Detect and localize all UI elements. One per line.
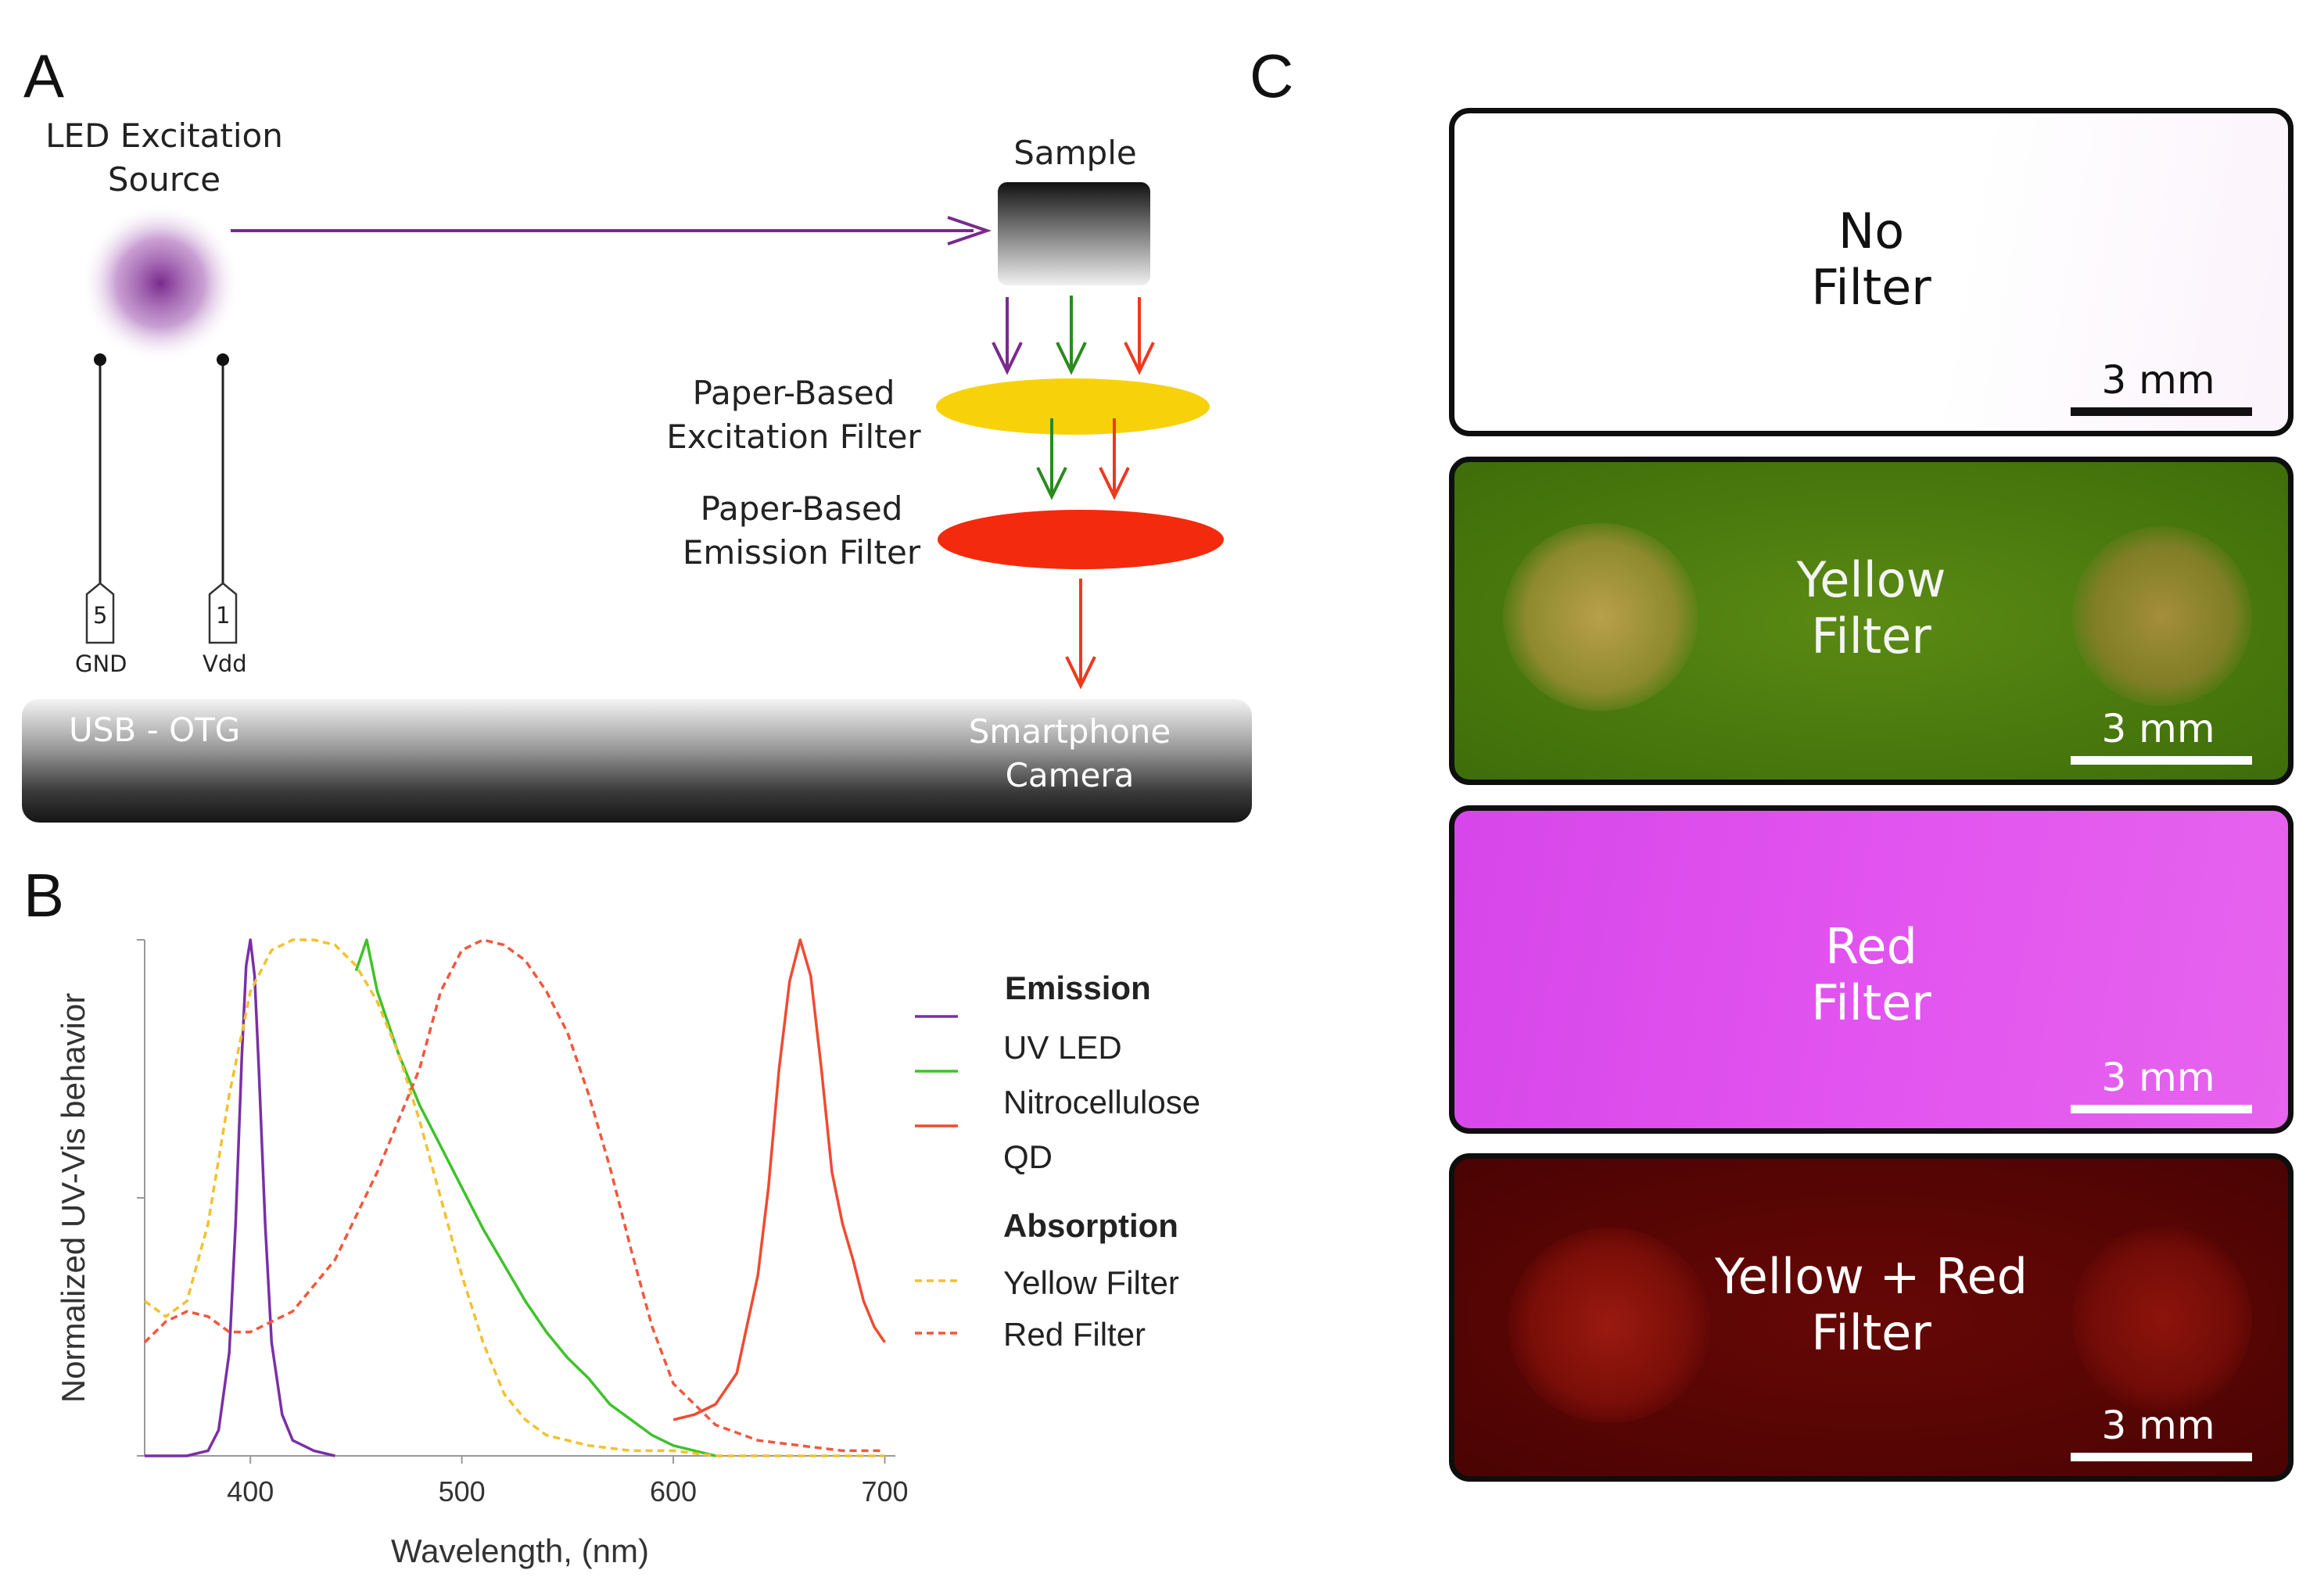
chart-series	[143, 938, 886, 1457]
pin-connector-gnd	[85, 582, 115, 644]
sample-label: Sample	[1013, 134, 1137, 172]
legend-item-nitrocellulose: Nitrocellulose	[1003, 1084, 1201, 1120]
smartphone-body: USB - OTG Smartphone Camera	[22, 699, 1252, 823]
photo-yellow-red-filter: Yellow + Red Filter 3 mm	[1449, 1153, 2294, 1482]
x-axis-title: Wavelength, (nm)	[391, 1532, 649, 1569]
series-qd	[672, 938, 886, 1421]
series-nitrocellulose	[354, 938, 716, 1457]
legend-title-absorption: Absorption	[1003, 1207, 1178, 1244]
legend-item-uv-led: UV LED	[1003, 1029, 1122, 1066]
sample-spot-right-dark	[2072, 1225, 2252, 1413]
x-tick-label: 600	[650, 1475, 697, 1507]
photo-yellow-filter-label: Yellow Filter	[1796, 551, 1946, 665]
arrows-to-excitation-filter	[992, 296, 1155, 375]
panel-a-label: A	[23, 41, 65, 110]
x-tick-label: 700	[861, 1475, 908, 1507]
pin-number-gnd: 5	[93, 602, 108, 629]
photo-red-filter-label: Red Filter	[1811, 918, 1931, 1031]
scale-text-red: 3 mm	[2101, 1055, 2215, 1100]
photo-yellow-filter: Yellow Filter 3 mm	[1449, 457, 2294, 785]
pin-number-vdd: 1	[216, 602, 231, 629]
arrows-to-emission-filter	[1036, 418, 1130, 500]
arrow-to-camera	[1065, 579, 1096, 690]
x-tick-label: 500	[439, 1475, 486, 1507]
sample-spot-left	[1503, 523, 1698, 711]
emission-filter	[938, 510, 1224, 569]
scale-text-yellow-red: 3 mm	[2101, 1403, 2215, 1448]
excitation-filter	[936, 378, 1210, 435]
excitation-filter-label: Paper-Based Excitation Filter	[666, 374, 921, 456]
legend-item-red-filter: Red Filter	[1003, 1316, 1146, 1353]
sample-spot-right	[2072, 526, 2252, 706]
led-source-label: LED Excitation Source	[45, 117, 283, 199]
excitation-beam-arrowhead	[947, 216, 992, 246]
y-axis-title: Normalized UV-Vis behavior	[55, 993, 91, 1403]
photo-yellow-red-filter-label: Yellow + Red Filter	[1714, 1248, 2028, 1361]
pin-connector-vdd	[208, 582, 238, 644]
photo-red-filter: Red Filter 3 mm	[1449, 805, 2294, 1134]
panel-b-label: B	[23, 861, 65, 930]
setup-diagram	[81, 182, 1224, 690]
wire-node-gnd	[94, 353, 106, 366]
pin-name-gnd: GND	[75, 651, 127, 677]
axis-ticks: 400 500 600 700	[137, 939, 909, 1507]
legend-item-yellow-filter: Yellow Filter	[1003, 1264, 1179, 1301]
sample-spot-left-dark	[1508, 1228, 1711, 1423]
panel-c-label: C	[1250, 41, 1294, 110]
sample-block	[998, 182, 1150, 285]
photo-no-filter-label: No Filter	[1811, 203, 1931, 316]
series-yellow-filter	[143, 938, 885, 1457]
emission-filter-label: Paper-Based Emission Filter	[682, 489, 921, 572]
scale-bar-no-filter	[2071, 407, 2252, 416]
legend-title-emission: Emission	[1005, 970, 1151, 1006]
pin-name-vdd: Vdd	[203, 651, 247, 677]
smartphone-camera-label: Smartphone Camera	[968, 712, 1171, 794]
led-wires	[99, 360, 224, 586]
scale-bar-red	[2071, 1105, 2252, 1113]
photo-no-filter: No Filter 3 mm	[1449, 108, 2294, 436]
x-tick-label: 400	[227, 1475, 274, 1507]
spectra-chart: 400 500 600 700 Wavelength, (nm) Normalized…	[55, 938, 958, 1569]
legend-swatches	[915, 1015, 958, 1335]
series-uv-led	[145, 938, 335, 1457]
series-red-filter	[143, 938, 885, 1453]
scale-bar-yellow-red	[2071, 1453, 2252, 1461]
usb-otg-label: USB - OTG	[69, 711, 241, 749]
scale-text-yellow: 3 mm	[2101, 706, 2215, 751]
wire-node-vdd	[217, 353, 229, 366]
legend-item-qd: QD	[1003, 1138, 1053, 1175]
led-source	[81, 203, 240, 363]
scale-bar-yellow	[2071, 756, 2252, 765]
scale-text-no-filter: 3 mm	[2101, 357, 2215, 403]
